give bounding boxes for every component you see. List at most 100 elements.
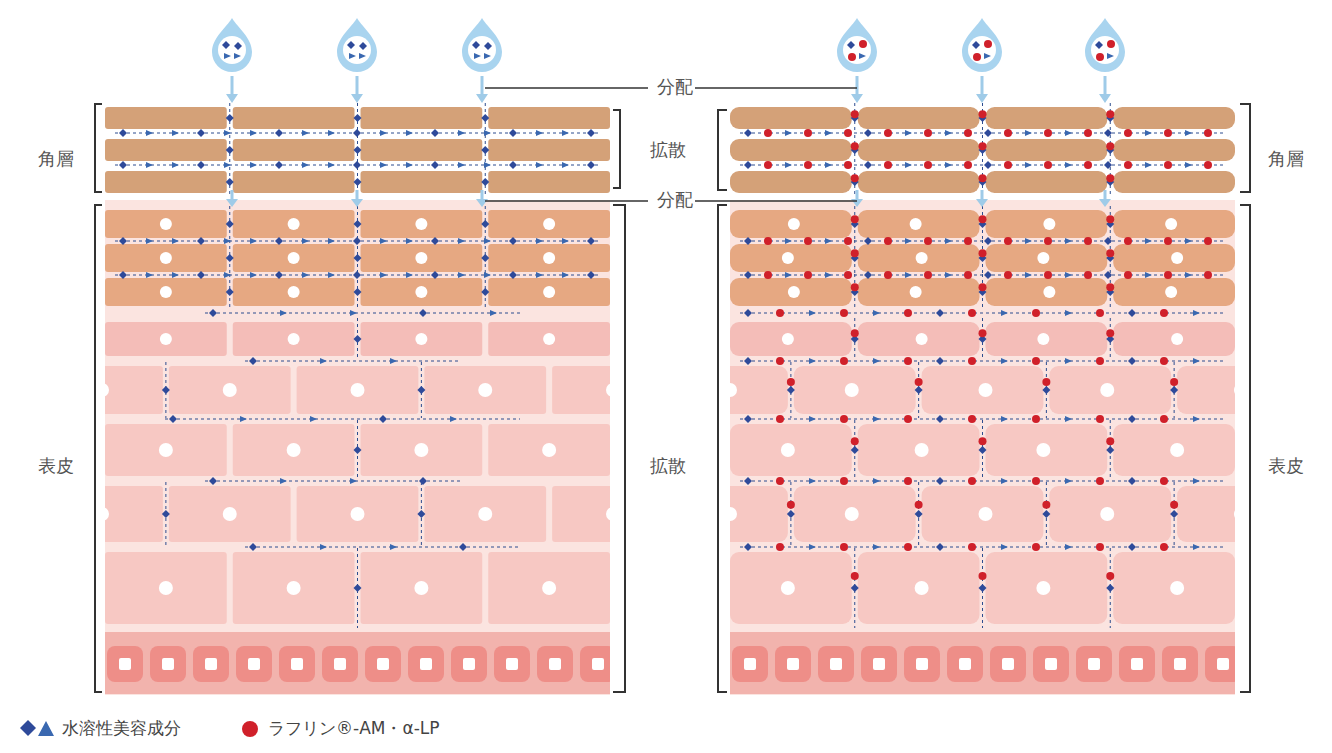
triangle-marker [302, 272, 309, 278]
triangle-marker [945, 162, 952, 168]
diamond-marker [984, 129, 992, 137]
red-dot [1032, 357, 1040, 365]
triangle-marker [302, 130, 309, 136]
cell [858, 107, 980, 129]
red-dot [1164, 129, 1172, 137]
arrow-head [226, 94, 238, 103]
triangle-marker [1185, 130, 1192, 136]
red-dot [1004, 129, 1012, 137]
triangle-marker [905, 130, 912, 136]
triangle-marker [1145, 272, 1152, 278]
basal-cell [494, 646, 530, 682]
diamond-marker [1128, 357, 1136, 365]
diamond-marker [1095, 41, 1103, 49]
nucleus [415, 218, 427, 230]
nucleus [478, 383, 492, 397]
triangle-marker [809, 478, 816, 484]
triangle-marker [1001, 544, 1008, 550]
red-dot [884, 129, 892, 137]
droplet [337, 18, 377, 72]
cell [488, 322, 610, 356]
red-dot [848, 53, 856, 61]
red-dot [904, 309, 912, 317]
triangle-marker [785, 162, 792, 168]
triangle-marker [380, 162, 387, 168]
basal-cell [1162, 646, 1198, 682]
cell [105, 322, 227, 356]
basal-band [730, 632, 1235, 694]
triangle-marker [320, 358, 327, 364]
red-dot [1096, 309, 1104, 317]
red-dot [1124, 161, 1132, 169]
nucleus [916, 333, 928, 345]
triangle-marker [1145, 238, 1152, 244]
diamond-marker [1104, 237, 1112, 245]
red-dot [844, 129, 852, 137]
cell [1113, 244, 1235, 272]
red-dot [1170, 501, 1178, 509]
triangle-marker [250, 130, 257, 136]
nucleus [351, 507, 365, 521]
arrow-shaft [481, 76, 484, 96]
diamond-marker [379, 415, 387, 423]
cell [986, 278, 1108, 306]
label: 分配 [655, 76, 695, 98]
cell [361, 210, 483, 238]
basal-nucleus [549, 658, 561, 670]
triangle-marker [1185, 238, 1192, 244]
cell [730, 171, 852, 193]
basal-cell [775, 646, 811, 682]
triangle-marker [146, 130, 153, 136]
cell [424, 366, 546, 414]
red-dot [1032, 477, 1040, 485]
cell [233, 552, 355, 624]
cell [1049, 366, 1171, 414]
triangle-marker [873, 358, 880, 364]
triangle-marker [172, 130, 179, 136]
basal-cell [451, 646, 487, 682]
red-dot [1204, 271, 1212, 279]
basal-cell [947, 646, 983, 682]
red-dot [1042, 501, 1050, 509]
nucleus [414, 443, 428, 457]
red-dot [840, 543, 848, 551]
diamond-marker [915, 510, 923, 518]
red-dot [979, 329, 987, 337]
red-dot [1164, 237, 1172, 245]
diamond-marker [744, 415, 752, 423]
cell [297, 486, 419, 542]
cell [488, 107, 610, 129]
nucleus [910, 218, 922, 230]
triangle-marker [172, 272, 179, 278]
basal-nucleus [506, 658, 518, 670]
diamond-marker [354, 254, 362, 262]
triangle-marker [1065, 416, 1072, 422]
droplet-core [968, 36, 996, 64]
red-dot [884, 161, 892, 169]
cell [105, 486, 163, 542]
droplet-icon [212, 18, 252, 207]
arrow-shaft [856, 190, 859, 200]
nucleus [1036, 581, 1050, 595]
legend-swatch [242, 721, 258, 737]
cell [858, 210, 980, 238]
nucleus [223, 507, 237, 521]
diamond-marker [353, 129, 361, 137]
cell [233, 244, 355, 272]
triangle-marker [859, 53, 866, 59]
basal-cell [193, 646, 229, 682]
diamond-marker [787, 386, 795, 394]
diamond-marker [275, 271, 283, 279]
diamond-marker [354, 220, 362, 228]
basal-cell [904, 646, 940, 682]
triangle-marker [1193, 358, 1200, 364]
diamond-marker [864, 271, 872, 279]
label: 角層 [1266, 148, 1306, 170]
triangle-marker [1065, 544, 1072, 550]
diamond-marker [353, 237, 361, 245]
red-dot [844, 161, 852, 169]
nucleus [105, 507, 109, 521]
cell [361, 139, 483, 161]
triangle-marker [349, 53, 356, 59]
cell [105, 210, 227, 238]
